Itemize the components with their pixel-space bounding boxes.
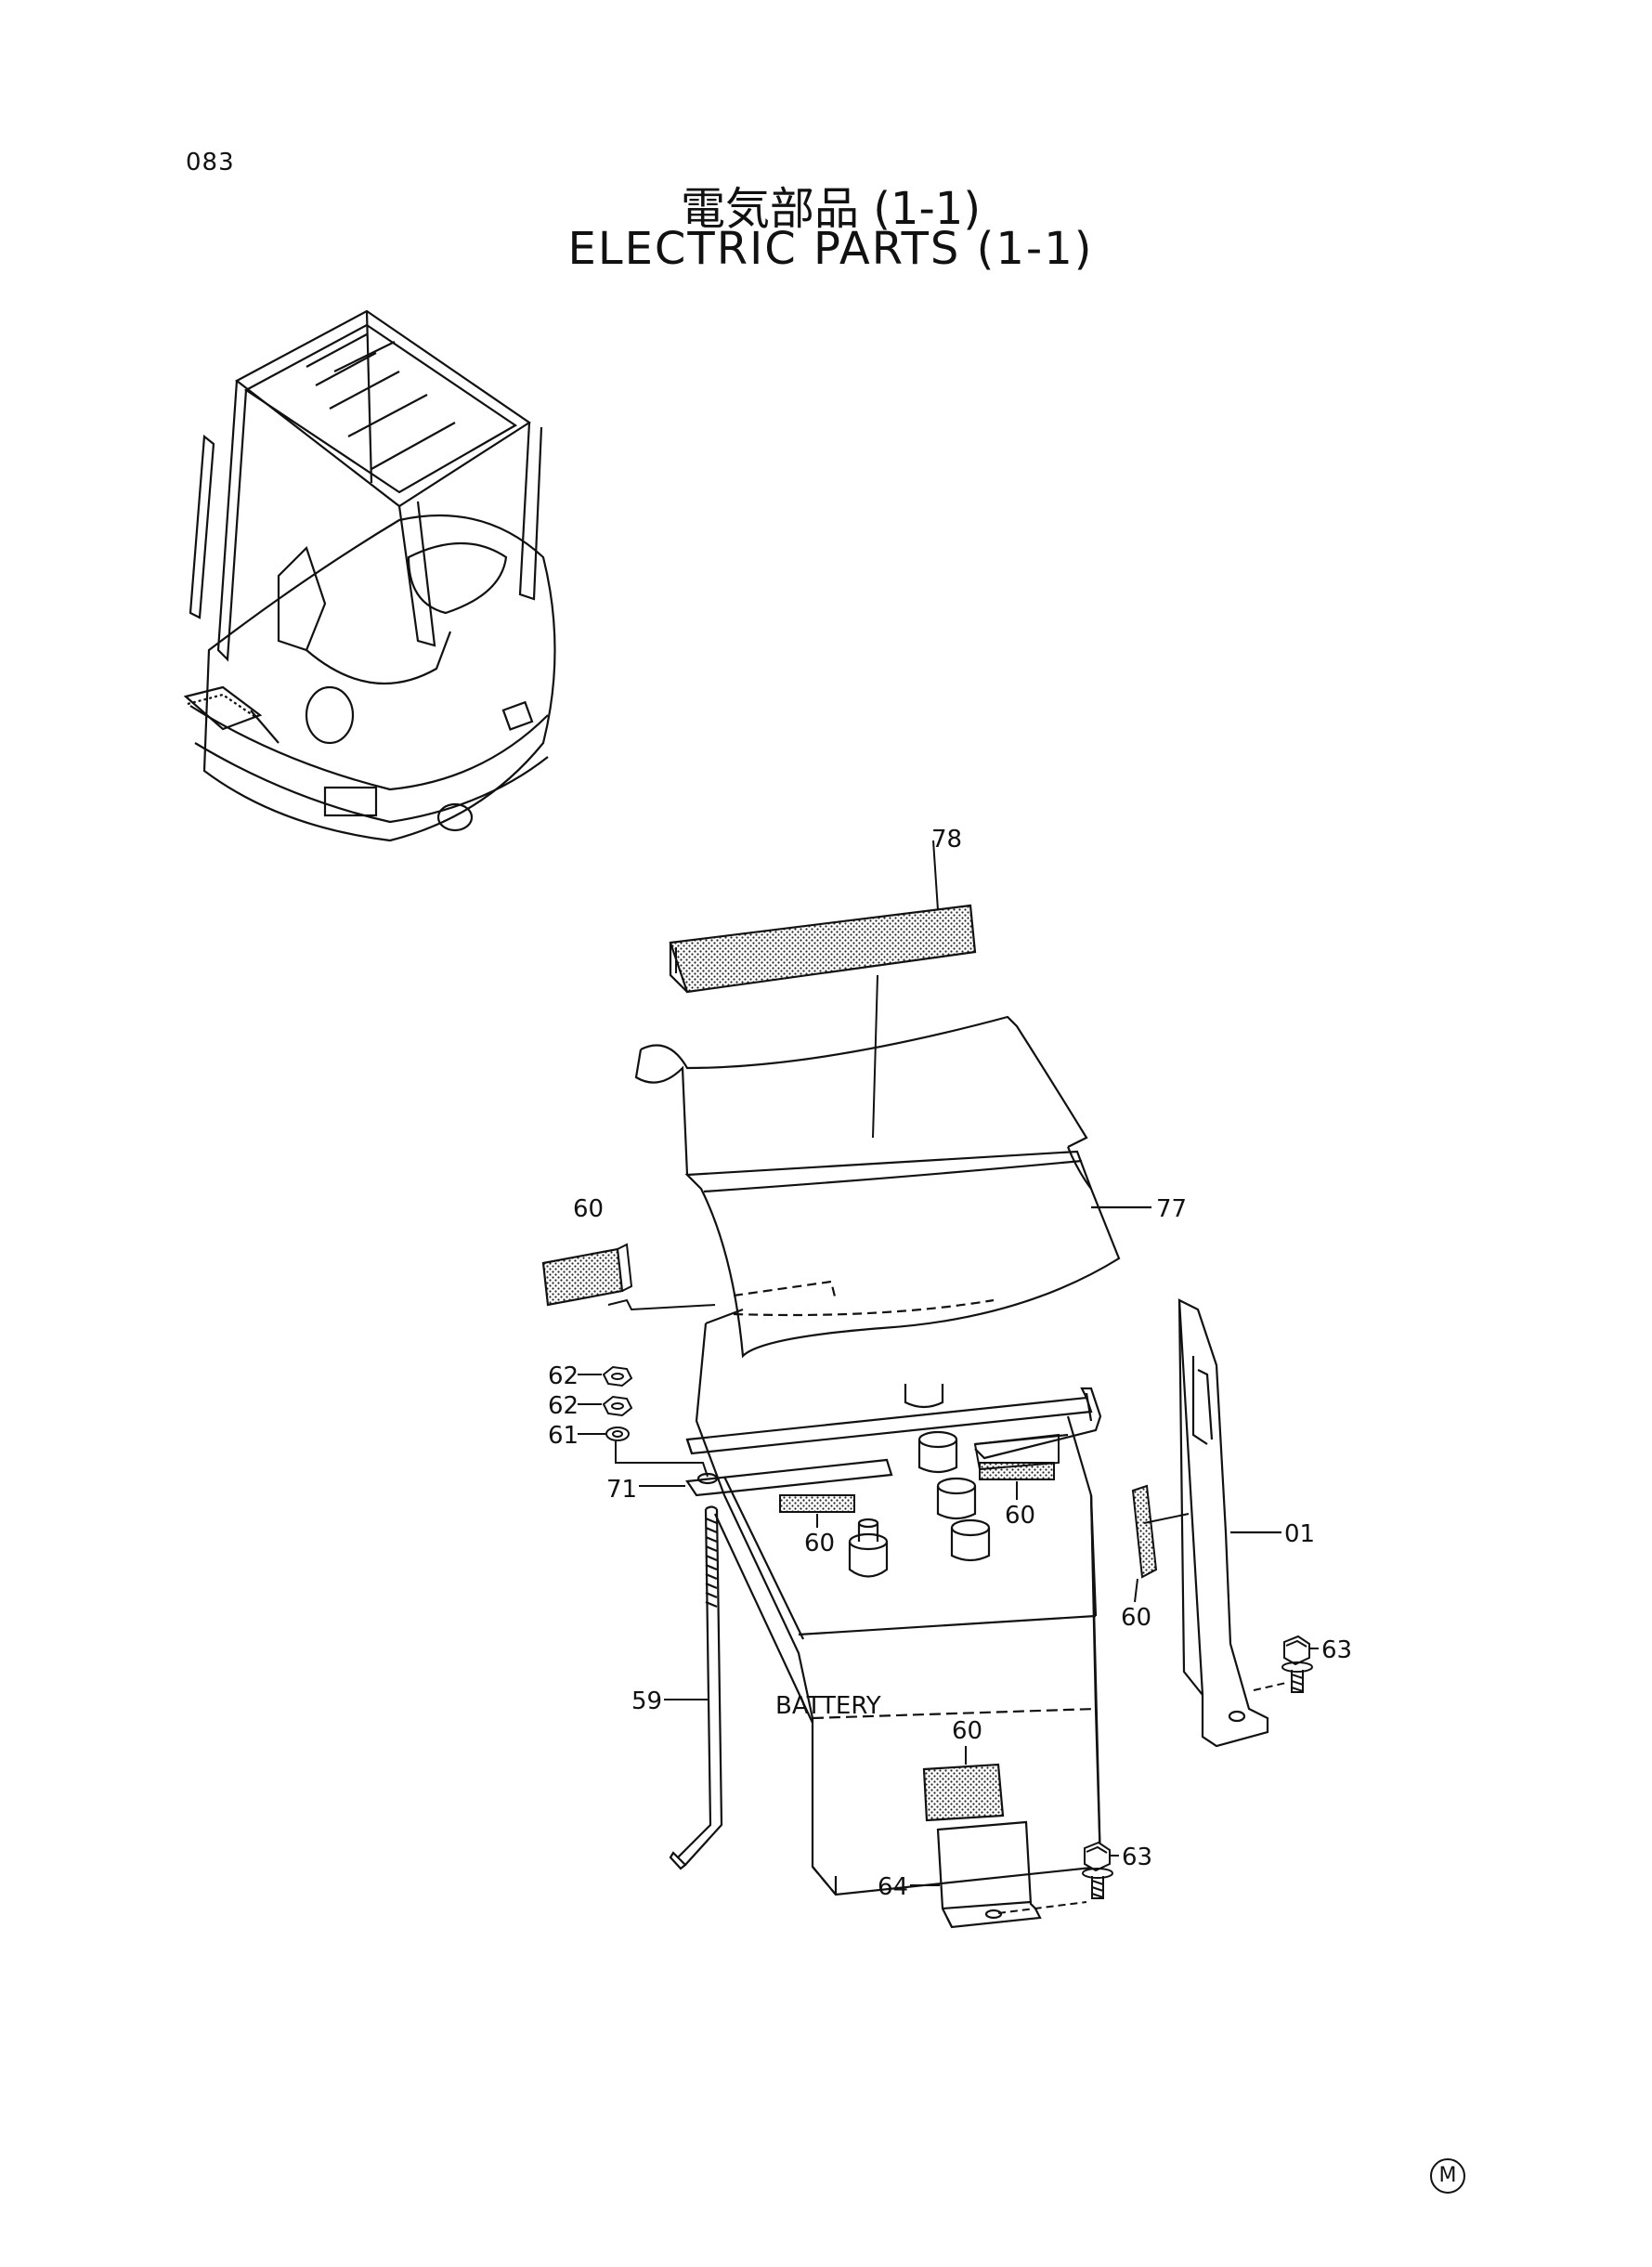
part-77-cover-sheet <box>634 1015 1151 1359</box>
callout-71: 71 <box>606 1476 637 1504</box>
callout-60-top: 60 <box>573 1195 604 1223</box>
corner-mark: M <box>1430 2158 1465 2194</box>
title-english: ELECTRIC PARTS (1-1) <box>567 223 1094 275</box>
machine-overview-illustration <box>183 309 556 842</box>
part-59-j-bolt <box>669 1505 723 1870</box>
part-63-bolt-lower <box>997 1841 1113 1914</box>
callout-77: 77 <box>1156 1195 1187 1223</box>
callout-60-side: 60 <box>1121 1604 1151 1632</box>
callout-01: 01 <box>1284 1520 1315 1548</box>
callout-59: 59 <box>631 1687 662 1715</box>
part-60-pad-front <box>922 1763 1005 1822</box>
part-60-pad-left <box>779 1494 855 1513</box>
part-64-bracket <box>936 1820 1042 1929</box>
battery-label: BATTERY <box>775 1692 881 1720</box>
callout-60-front: 60 <box>952 1717 982 1745</box>
part-01-bracket <box>1177 1298 1281 1748</box>
callout-78: 78 <box>931 826 962 853</box>
part-60-pad-side <box>1131 1484 1190 1579</box>
callout-60-right: 60 <box>1005 1502 1035 1530</box>
part-62-nut-a <box>602 1365 633 1388</box>
part-78-rubber-strip <box>669 840 977 1139</box>
part-60-pad-top <box>541 1243 716 1311</box>
part-61-washer <box>605 1427 709 1478</box>
part-63-bolt-upper <box>1253 1635 1313 1693</box>
callout-60-left: 60 <box>804 1530 835 1557</box>
callout-63-bottom: 63 <box>1122 1844 1152 1871</box>
part-60-pad-right <box>973 1433 1060 1480</box>
part-62-nut-b <box>602 1395 633 1417</box>
callout-63-top: 63 <box>1321 1636 1352 1664</box>
battery <box>695 1308 1102 1896</box>
page-number: 083 <box>186 149 235 176</box>
callout-64: 64 <box>878 1873 908 1901</box>
callout-62-b: 62 <box>548 1392 579 1420</box>
callout-61: 61 <box>548 1422 579 1450</box>
callout-62-a: 62 <box>548 1362 579 1390</box>
title-japanese: 電気部品 (1-1) <box>680 183 982 235</box>
